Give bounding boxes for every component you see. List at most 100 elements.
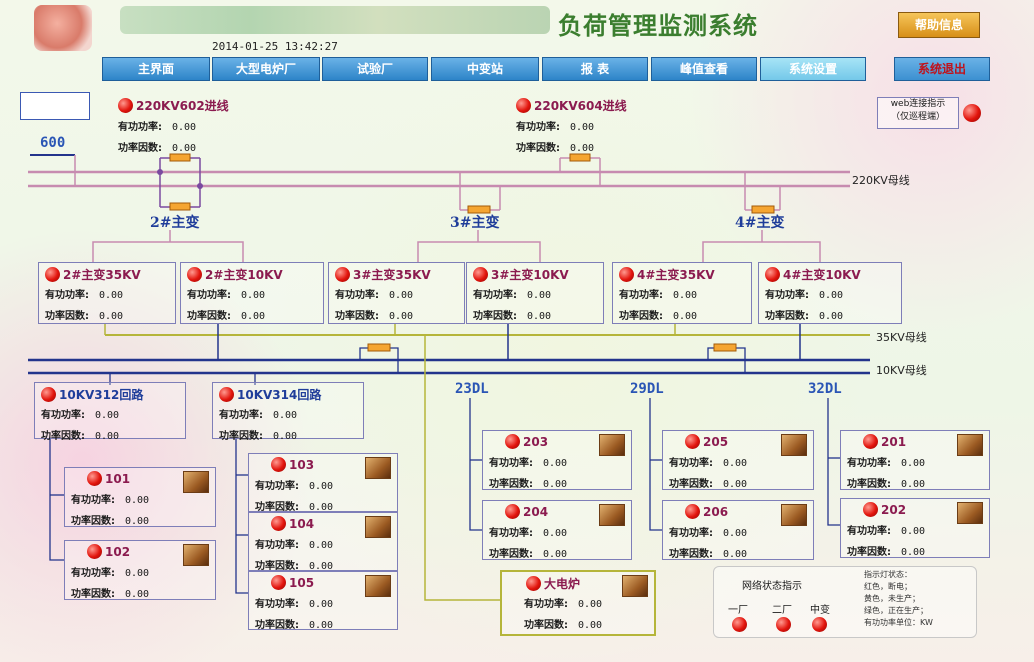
- panel-title: 大电炉: [544, 577, 581, 591]
- xf4-10kv-panel[interactable]: 4#主变10KV 有功功率:0.00 功率因数:0.00: [758, 262, 902, 324]
- status-lamp-icon: [87, 471, 102, 486]
- feeder-202-panel[interactable]: 202 有功功率:0.00 功率因数:0.00: [840, 498, 990, 558]
- feeder-203-panel[interactable]: 203 有功功率:0.00 功率因数:0.00: [482, 430, 632, 490]
- nav-test-plant[interactable]: 试验厂: [322, 57, 428, 81]
- power-factor-label: 功率因数:: [335, 311, 379, 322]
- power-factor-label: 功率因数:: [765, 311, 809, 322]
- status-lamp-icon: [41, 387, 56, 402]
- panel-title: 101: [105, 472, 131, 486]
- web-status-line1: web连接指示: [890, 99, 946, 109]
- power-factor-label: 功率因数:: [489, 549, 533, 560]
- feeder-206-panel[interactable]: 206 有功功率:0.00 功率因数:0.00: [662, 500, 814, 560]
- feeder-101-panel[interactable]: 101 有功功率:0.00 功率因数:0.00: [64, 467, 216, 527]
- nav-system-exit[interactable]: 系统退出: [894, 57, 990, 81]
- xf2-35kv-panel[interactable]: 2#主变35KV 有功功率:0.00 功率因数:0.00: [38, 262, 176, 324]
- breaker-29dl-label: 29DL: [630, 381, 664, 397]
- feeder-103-panel[interactable]: 103 有功功率:0.00 功率因数:0.00: [248, 453, 398, 513]
- power-factor-value: 0.00: [819, 311, 844, 322]
- power-factor-value: 0.00: [309, 502, 334, 513]
- xf2-10kv-panel[interactable]: 2#主变10KV 有功功率:0.00 功率因数:0.00: [180, 262, 324, 324]
- loop-10kv314-panel[interactable]: 10KV314回路 有功功率:0.00 功率因数:0.00: [212, 382, 364, 442]
- transformer-3-label: 3#主变: [450, 215, 500, 231]
- electric-furnace-panel[interactable]: 大电炉 有功功率:0.00 功率因数:0.00: [500, 570, 656, 636]
- incoming-220kv604[interactable]: 220KV604进线 有功功率:0.00 功率因数:0.00: [516, 97, 696, 157]
- legend-note: 绿色，正在生产；: [864, 606, 928, 615]
- panel-title: 206: [703, 505, 729, 519]
- active-power-label: 有功功率:: [335, 290, 379, 301]
- active-power-label: 有功功率:: [71, 495, 115, 506]
- app-title: 负荷管理监测系统: [558, 11, 758, 40]
- active-power-label: 有功功率:: [45, 290, 89, 301]
- power-factor-value: 0.00: [543, 549, 568, 560]
- legend-notes: 指示灯状态： 红色，断电； 黄色，未生产； 绿色，正在生产； 有功功率单位：KW: [864, 569, 933, 629]
- xf4-35kv-panel[interactable]: 4#主变35KV 有功功率:0.00 功率因数:0.00: [612, 262, 752, 324]
- xf3-35kv-panel[interactable]: 3#主变35KV 有功功率:0.00 功率因数:0.00: [328, 262, 465, 324]
- feeder-104-panel[interactable]: 104 有功功率:0.00 功率因数:0.00: [248, 512, 398, 572]
- active-power-label: 有功功率:: [187, 290, 231, 301]
- nav-system-settings[interactable]: 系统设置: [760, 57, 866, 81]
- nav-electric-furnace-plant[interactable]: 大型电炉厂: [212, 57, 320, 81]
- active-power-label: 有功功率:: [847, 458, 891, 469]
- help-button[interactable]: 帮助信息: [898, 12, 980, 38]
- active-power-value: 0.00: [901, 458, 926, 469]
- power-factor-value: 0.00: [273, 431, 298, 442]
- feeder-photo-icon: [365, 575, 391, 597]
- legend-plant1-label: 一厂: [728, 605, 748, 616]
- incoming-220kv602[interactable]: 220KV602进线 有功功率:0.00 功率因数:0.00: [118, 97, 298, 157]
- panel-title: 3#主变10KV: [491, 268, 569, 282]
- feeder-205-panel[interactable]: 205 有功功率:0.00 功率因数:0.00: [662, 430, 814, 490]
- nav-substation[interactable]: 中变站: [431, 57, 539, 81]
- feeder-105-panel[interactable]: 105 有功功率:0.00 功率因数:0.00: [248, 571, 398, 631]
- power-factor-label: 功率因数:: [847, 547, 891, 558]
- power-factor-label: 功率因数:: [669, 549, 713, 560]
- panel-title: 10KV314回路: [237, 388, 322, 402]
- status-lamp-icon: [335, 267, 350, 282]
- panel-title: 102: [105, 545, 131, 559]
- transformer-4-label: 4#主变: [735, 215, 785, 231]
- panel-title: 203: [523, 435, 549, 449]
- active-power-value: 0.00: [172, 122, 197, 133]
- power-factor-value: 0.00: [241, 311, 266, 322]
- power-factor-label: 功率因数:: [669, 479, 713, 490]
- status-lamp-icon: [685, 504, 700, 519]
- feeder-photo-icon: [365, 516, 391, 538]
- status-lamp-icon: [619, 267, 634, 282]
- nav-peak-view[interactable]: 峰值查看: [651, 57, 757, 81]
- current-datetime: 2014-01-25 13:42:27: [212, 40, 338, 53]
- legend-substation-label: 中变: [810, 605, 830, 616]
- web-status-lamp-icon: [963, 104, 981, 122]
- blank-status-box: [20, 92, 90, 120]
- active-power-label: 有功功率:: [219, 410, 263, 421]
- status-lamp-icon: [526, 576, 541, 591]
- status-lamp-icon: [505, 434, 520, 449]
- xf3-10kv-panel[interactable]: 3#主变10KV 有功功率:0.00 功率因数:0.00: [466, 262, 604, 324]
- power-factor-value: 0.00: [95, 431, 120, 442]
- power-factor-value: 0.00: [723, 549, 748, 560]
- panel-title: 4#主变10KV: [783, 268, 861, 282]
- active-power-value: 0.00: [673, 290, 698, 301]
- feeder-102-panel[interactable]: 102 有功功率:0.00 功率因数:0.00: [64, 540, 216, 600]
- power-factor-label: 功率因数:: [255, 620, 299, 631]
- feeder-photo-icon: [957, 434, 983, 456]
- active-power-label: 有功功率:: [765, 290, 809, 301]
- feeder-photo-icon: [365, 457, 391, 479]
- status-lamp-icon: [87, 544, 102, 559]
- active-power-value: 0.00: [723, 458, 748, 469]
- active-power-label: 有功功率:: [118, 122, 162, 133]
- power-factor-label: 功率因数:: [255, 561, 299, 572]
- substation-status-lamp-icon: [812, 617, 827, 632]
- feeder-204-panel[interactable]: 204 有功功率:0.00 功率因数:0.00: [482, 500, 632, 560]
- status-lamp-icon: [765, 267, 780, 282]
- nav-reports[interactable]: 报 表: [542, 57, 648, 81]
- status-lamp-icon: [516, 98, 531, 113]
- power-factor-value: 0.00: [172, 143, 197, 154]
- panel-title: 104: [289, 517, 315, 531]
- power-factor-value: 0.00: [901, 547, 926, 558]
- active-power-value: 0.00: [99, 290, 124, 301]
- feeder-201-panel[interactable]: 201 有功功率:0.00 功率因数:0.00: [840, 430, 990, 490]
- nav-main[interactable]: 主界面: [102, 57, 210, 81]
- loop-10kv312-panel[interactable]: 10KV312回路 有功功率:0.00 功率因数:0.00: [34, 382, 186, 442]
- company-name-blurred: [120, 6, 550, 34]
- active-power-value: 0.00: [723, 528, 748, 539]
- panel-title: 3#主变35KV: [353, 268, 431, 282]
